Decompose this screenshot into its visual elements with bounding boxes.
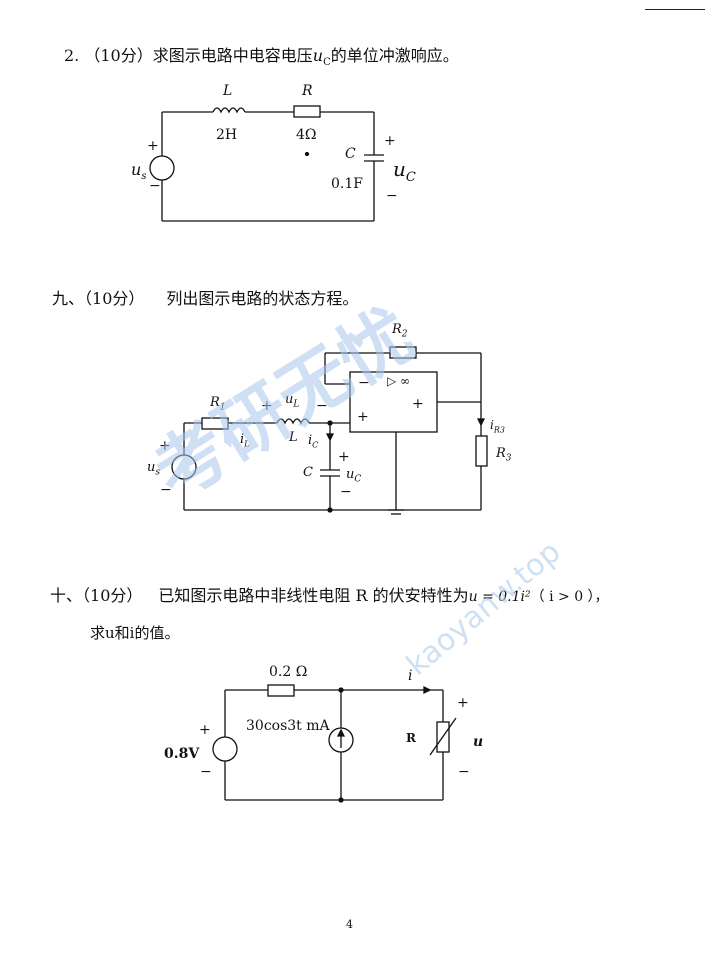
c3-resistor-value: 0.2 Ω <box>269 664 308 680</box>
c2-iC-label: iC <box>308 433 319 450</box>
c1-source-minus: − <box>149 178 161 194</box>
c1-resistor-value: 4Ω <box>296 127 317 143</box>
c2-uL-label: uL <box>285 392 300 410</box>
question-body-end: 的单位冲激响应。 <box>330 46 459 65</box>
resistor-symbol <box>293 105 321 118</box>
question-top-text: 2. （10分）求图示电路中电容电压uC的单位冲激响应。 <box>64 42 459 68</box>
c1-resistor-label: R <box>302 83 313 99</box>
c3-voltage-label: u <box>473 734 484 750</box>
c2-iR3-label: iR3 <box>490 418 505 435</box>
c2-opamp-symbol: ▷ ∞ <box>387 374 411 388</box>
c3-nonlinear-minus: − <box>458 764 470 780</box>
c2-iL-label: iL <box>240 432 250 449</box>
question-body: 求图示电路中电容电压 <box>152 46 313 65</box>
us-source-symbol <box>171 454 197 480</box>
c2-R2-label: R2 <box>392 322 408 340</box>
circuit-rlc <box>149 105 384 222</box>
c1-cap-plus: + <box>384 133 396 149</box>
c3-source-minus: − <box>200 764 212 780</box>
c2-uC-plus: + <box>338 449 350 465</box>
c2-R1-label: R1 <box>210 395 226 413</box>
c2-us-label: us <box>147 460 160 478</box>
c2-opamp-plus-in: + <box>357 409 369 425</box>
c2-C-label: C <box>303 465 313 480</box>
header-rule <box>645 9 705 10</box>
c2-uC-label: uC <box>346 467 362 485</box>
c2-opamp-minus: − <box>358 375 370 391</box>
c2-us-plus: + <box>159 438 171 454</box>
dc-source-symbol <box>212 736 238 762</box>
c2-uL-minus: − <box>316 398 328 414</box>
c1-cap-voltage: uC <box>393 157 416 185</box>
circuit-nonlinear <box>212 684 457 803</box>
R1-symbol <box>201 417 229 430</box>
question-score: （10分） <box>84 46 153 65</box>
c3-nonlinear-plus: + <box>457 695 469 711</box>
c1-source-label: us <box>131 160 147 183</box>
R2-symbol <box>389 346 417 359</box>
question-var: u <box>312 46 324 65</box>
circuit-opamp <box>171 346 488 515</box>
page-number: 4 <box>346 918 353 931</box>
question-var-sub: C <box>323 57 331 69</box>
c3-current-label: i <box>408 668 413 684</box>
c3-current-source: 30cos3t mA <box>246 718 330 734</box>
c3-nonlinear-label: R <box>406 731 416 745</box>
question-10-line2: 求u和i的值。 <box>90 624 180 642</box>
c1-cap-label: C <box>345 146 356 162</box>
c2-uL-plus: + <box>261 398 273 414</box>
c1-source-plus: + <box>147 138 159 154</box>
c3-source-plus: + <box>199 722 211 738</box>
c2-us-minus: − <box>160 482 172 498</box>
c1-inductor-label: L <box>223 83 233 99</box>
R3-symbol <box>475 435 488 467</box>
c1-cap-value: 0.1F <box>331 176 363 192</box>
c2-opamp-plus-out: + <box>412 396 424 412</box>
resistor-02-symbol <box>267 684 295 697</box>
voltage-source-symbol <box>149 155 175 181</box>
L-symbol <box>276 418 310 425</box>
question-9-text: 九、（10分）列出图示电路的状态方程。 <box>52 289 359 308</box>
c1-cap-minus: − <box>386 188 398 204</box>
c2-R3-label: R3 <box>496 446 512 464</box>
inductor-symbol <box>212 107 246 114</box>
c1-inductor-value: 2H <box>216 127 238 143</box>
c2-L-label: L <box>289 430 298 445</box>
c2-uC-minus: − <box>340 484 352 500</box>
question-10-text: 十、（10分）已知图示电路中非线性电阻 R 的伏安特性为u = 0.1i²（ i… <box>50 586 609 605</box>
question-number: 2. <box>64 46 80 65</box>
c3-voltage-source: 0.8V <box>164 746 200 762</box>
